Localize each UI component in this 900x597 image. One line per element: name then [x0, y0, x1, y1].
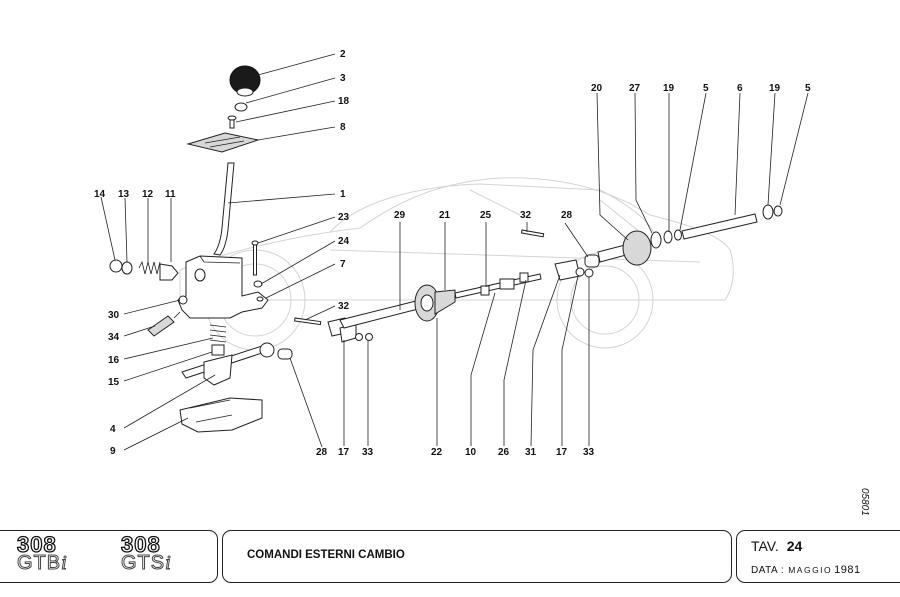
callout-19-right: 19: [769, 83, 781, 94]
dust-boot-flange: [414, 284, 456, 322]
nut-33-left: [365, 333, 373, 341]
callout-28-left: 28: [316, 447, 328, 458]
callout-26: 26: [498, 447, 510, 458]
callout-28-right: 28: [561, 210, 573, 221]
gear-lever: [213, 162, 235, 256]
sheet-title-box: COMANDI ESTERNI CAMBIO: [222, 530, 732, 583]
connecting-rod-29: [339, 299, 423, 329]
callout-21: 21: [439, 210, 451, 221]
callout-7: 7: [340, 259, 346, 270]
lever-housing: [177, 255, 269, 319]
callout-24: 24: [338, 236, 350, 247]
plate-number: TAV.24: [751, 538, 803, 554]
nut-33-right: [584, 268, 594, 278]
ring-19-left: [663, 230, 673, 244]
callout-4: 4: [110, 424, 116, 435]
model-logo-box: 308 GTBi 308 GTSi: [0, 530, 218, 583]
callout-33-right: 33: [583, 447, 595, 458]
callout-32-left: 32: [338, 301, 350, 312]
washer: [253, 280, 263, 288]
seal-ring: [109, 259, 123, 273]
ring-27: [650, 231, 662, 249]
lever-bushing: [211, 344, 225, 356]
rubber-joint-20: [622, 230, 652, 266]
o-ring: [121, 261, 133, 275]
callout-20: 20: [591, 83, 603, 94]
callout-5-right: 5: [805, 83, 811, 94]
gate-screw: [227, 115, 237, 129]
callout-33-left: 33: [362, 447, 374, 458]
callout-19-left: 19: [663, 83, 675, 94]
sheet-title: COMANDI ESTERNI CAMBIO: [247, 549, 405, 561]
callout-10: 10: [465, 447, 477, 458]
gate-plate: [186, 132, 260, 153]
callout-27: 27: [629, 83, 641, 94]
sleeve: [499, 278, 515, 290]
rubber-bush: [277, 348, 293, 360]
callout-17-right: 17: [556, 447, 568, 458]
shaft-6: [681, 213, 758, 240]
callout-5-left: 5: [703, 83, 709, 94]
callout-2: 2: [340, 49, 346, 60]
rubber-bush-28-right: [584, 254, 600, 268]
callout-15: 15: [108, 377, 120, 388]
callout-17-left: 17: [338, 447, 350, 458]
callout-18: 18: [338, 96, 350, 107]
callout-12: 12: [142, 189, 154, 200]
callout-9: 9: [110, 446, 116, 457]
car-silhouette-background: [179, 177, 734, 351]
selector-arm: [181, 342, 275, 386]
callout-6: 6: [737, 83, 743, 94]
bushing-5-left: [674, 229, 682, 241]
document-number: 05801: [859, 488, 870, 516]
callout-11: 11: [165, 189, 176, 200]
callout-14: 14: [94, 189, 106, 200]
callout-16: 16: [108, 355, 120, 366]
callout-3: 3: [340, 73, 346, 84]
logo-308-gtsi: 308 GTSi: [120, 532, 172, 574]
callout-8: 8: [340, 122, 346, 133]
washer-30: [178, 295, 188, 305]
nut-25: [480, 285, 490, 296]
callout-29: 29: [394, 210, 406, 221]
callout-labels: 2 3 18 8 1 23 24 7 32 14 13 12 11 30 34 …: [94, 49, 811, 458]
knob-nut: [234, 102, 248, 112]
callout-22: 22: [431, 447, 443, 458]
screw-32-right: [520, 229, 545, 238]
callout-32-right: 32: [520, 210, 532, 221]
detent-plunger: [159, 263, 179, 281]
screw-32-left: [294, 317, 322, 326]
callout-25: 25: [480, 210, 492, 221]
callout-34: 34: [108, 332, 120, 343]
callout-1: 1: [340, 189, 346, 200]
logo-308-gtbi: 308 GTBi: [16, 532, 68, 574]
lever-spring: [209, 324, 227, 343]
callout-23: 23: [338, 212, 350, 223]
callout-30: 30: [108, 310, 120, 321]
gear-knob: [229, 65, 261, 97]
callout-13: 13: [118, 189, 130, 200]
reverse-light-switch: [147, 311, 181, 337]
washer-17-right: [575, 267, 585, 277]
detent-spring: [138, 260, 161, 275]
callout-31: 31: [525, 447, 537, 458]
nut-26: [519, 272, 529, 283]
washer-17-left: [355, 333, 363, 341]
ring-19-right: [762, 204, 774, 220]
support-bracket: [179, 397, 263, 433]
bushing-5-right: [773, 205, 783, 217]
leader-lines: [100, 53, 809, 451]
